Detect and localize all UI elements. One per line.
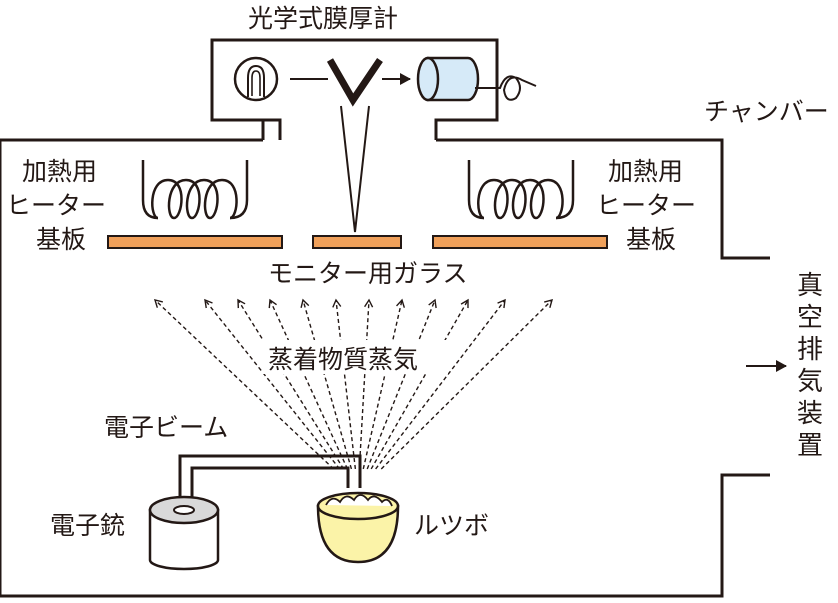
heater-label-right-3: 基板 [626, 225, 676, 254]
vapor-arrow-3 [237, 298, 345, 470]
vapor-arrow-6 [332, 298, 357, 470]
detector-icon [416, 56, 537, 102]
exhaust-char-4: 気 [797, 367, 823, 397]
substrate-left [107, 235, 283, 249]
exhaust-label: 真 空 排 気 装 置 [797, 271, 823, 461]
vapor-arrow-5 [300, 298, 353, 470]
substrate-right [432, 235, 608, 249]
vapor-arrow-7 [358, 298, 374, 470]
v-mirror-icon [326, 58, 383, 107]
vapor-arrow-4 [268, 298, 349, 470]
vapor-arrow-8 [362, 298, 406, 470]
electron-beam-label: 電子ビーム [104, 413, 228, 442]
chamber-wall [0, 138, 770, 598]
vapor-label-bg [262, 340, 448, 374]
thickness-meter-label: 光学式膜厚計 [248, 4, 398, 33]
heater-label-right-1: 加熱用 [608, 157, 683, 186]
vapor-arrow-12 [380, 299, 554, 470]
vapor-label: 蒸着物質蒸気 [268, 345, 418, 374]
monitor-glass-label: モニター用ガラス [268, 259, 468, 288]
vapor-arrows [153, 298, 554, 470]
electron-beam-path-inner [190, 466, 350, 500]
exhaust-char-3: 排 [797, 335, 823, 365]
exhaust-char-2: 空 [797, 303, 823, 333]
exhaust-char-1: 真 [797, 271, 823, 301]
electron-gun-icon [148, 495, 220, 571]
heater-label-left-3: 基板 [36, 225, 86, 254]
crucible-label: ルツボ [414, 511, 489, 540]
vapor-arrow-9 [366, 298, 437, 470]
exhaust-char-5: 装 [797, 399, 823, 429]
chamber-label: チャンバー [704, 97, 829, 126]
chamber-wall-right [436, 138, 770, 260]
heater-coil-right [467, 160, 575, 220]
electron-beam-path [178, 454, 362, 500]
heater-label-right-2: ヒーター [596, 191, 696, 220]
heater-label-left-2: ヒーター [6, 191, 106, 220]
vapor-arrow-10 [370, 298, 469, 470]
light-source-icon [233, 56, 279, 102]
crucible-icon [316, 491, 400, 564]
vapor-arrow-11 [375, 298, 506, 470]
heater-coil-left [141, 160, 249, 220]
probe-beam [340, 105, 370, 233]
electron-gun-label: 電子銃 [50, 511, 125, 540]
vapor-arrow-1 [153, 299, 335, 470]
monitor-glass [312, 235, 402, 249]
vapor-arrow-2 [204, 298, 341, 470]
exhaust-char-6: 置 [797, 431, 823, 461]
heater-label-left-1: 加熱用 [22, 157, 97, 186]
